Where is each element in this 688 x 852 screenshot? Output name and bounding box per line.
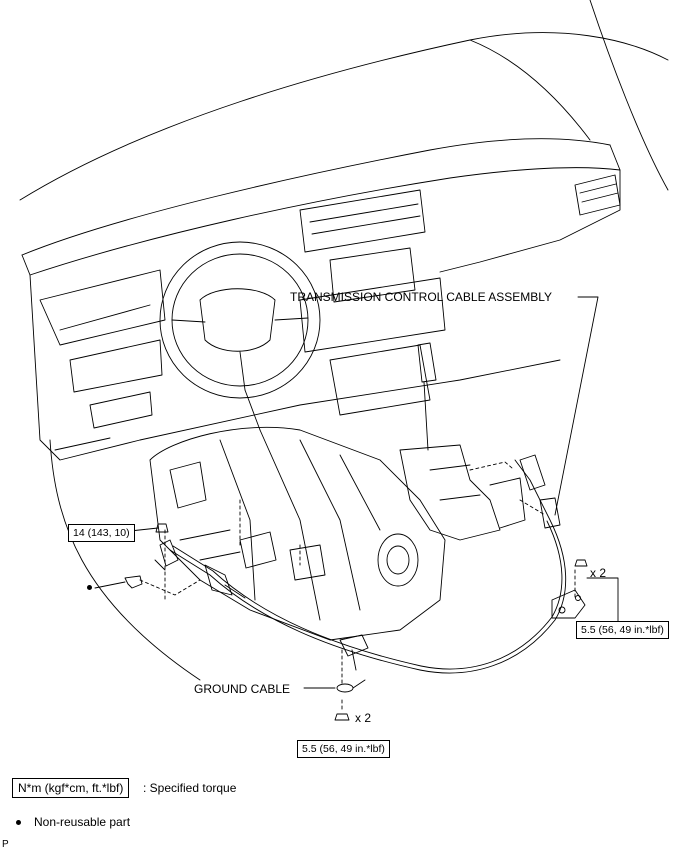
label-ground-cable: GROUND CABLE <box>194 682 291 696</box>
legend-nonreusable: Non-reusable part <box>34 815 131 829</box>
quantity-bottom: x 2 <box>355 711 372 725</box>
control-cable <box>124 454 586 693</box>
shifter-bracket <box>399 444 526 541</box>
legend-torque-desc: : Specified torque <box>143 781 237 795</box>
bolt-nuts <box>155 523 588 721</box>
steering-wheel <box>159 241 321 431</box>
torque-right-box: 5.5 (56, 49 in.*lbf) <box>576 621 669 639</box>
label-cable-assembly: TRANSMISSION CONTROL CABLE ASSEMBLY <box>290 290 553 304</box>
windshield-outline <box>19 0 669 201</box>
leader-lines <box>94 296 619 689</box>
nonreusable-marker <box>87 585 92 590</box>
floor-outline <box>49 439 201 681</box>
dashed-guides <box>139 461 576 713</box>
footer-code: P <box>2 839 9 850</box>
shift-lever <box>417 342 437 451</box>
legend-bullet-icon <box>16 820 21 825</box>
quantity-right: x 2 <box>590 566 607 580</box>
torque-left-box: 14 (143, 10) <box>68 524 135 542</box>
transmission-assembly <box>149 426 446 641</box>
torque-bottom-box: 5.5 (56, 49 in.*lbf) <box>297 740 390 758</box>
dashboard-outline <box>21 138 621 461</box>
legend-torque-unit-box: N*m (kgf*cm, ft.*lbf) <box>12 778 130 798</box>
